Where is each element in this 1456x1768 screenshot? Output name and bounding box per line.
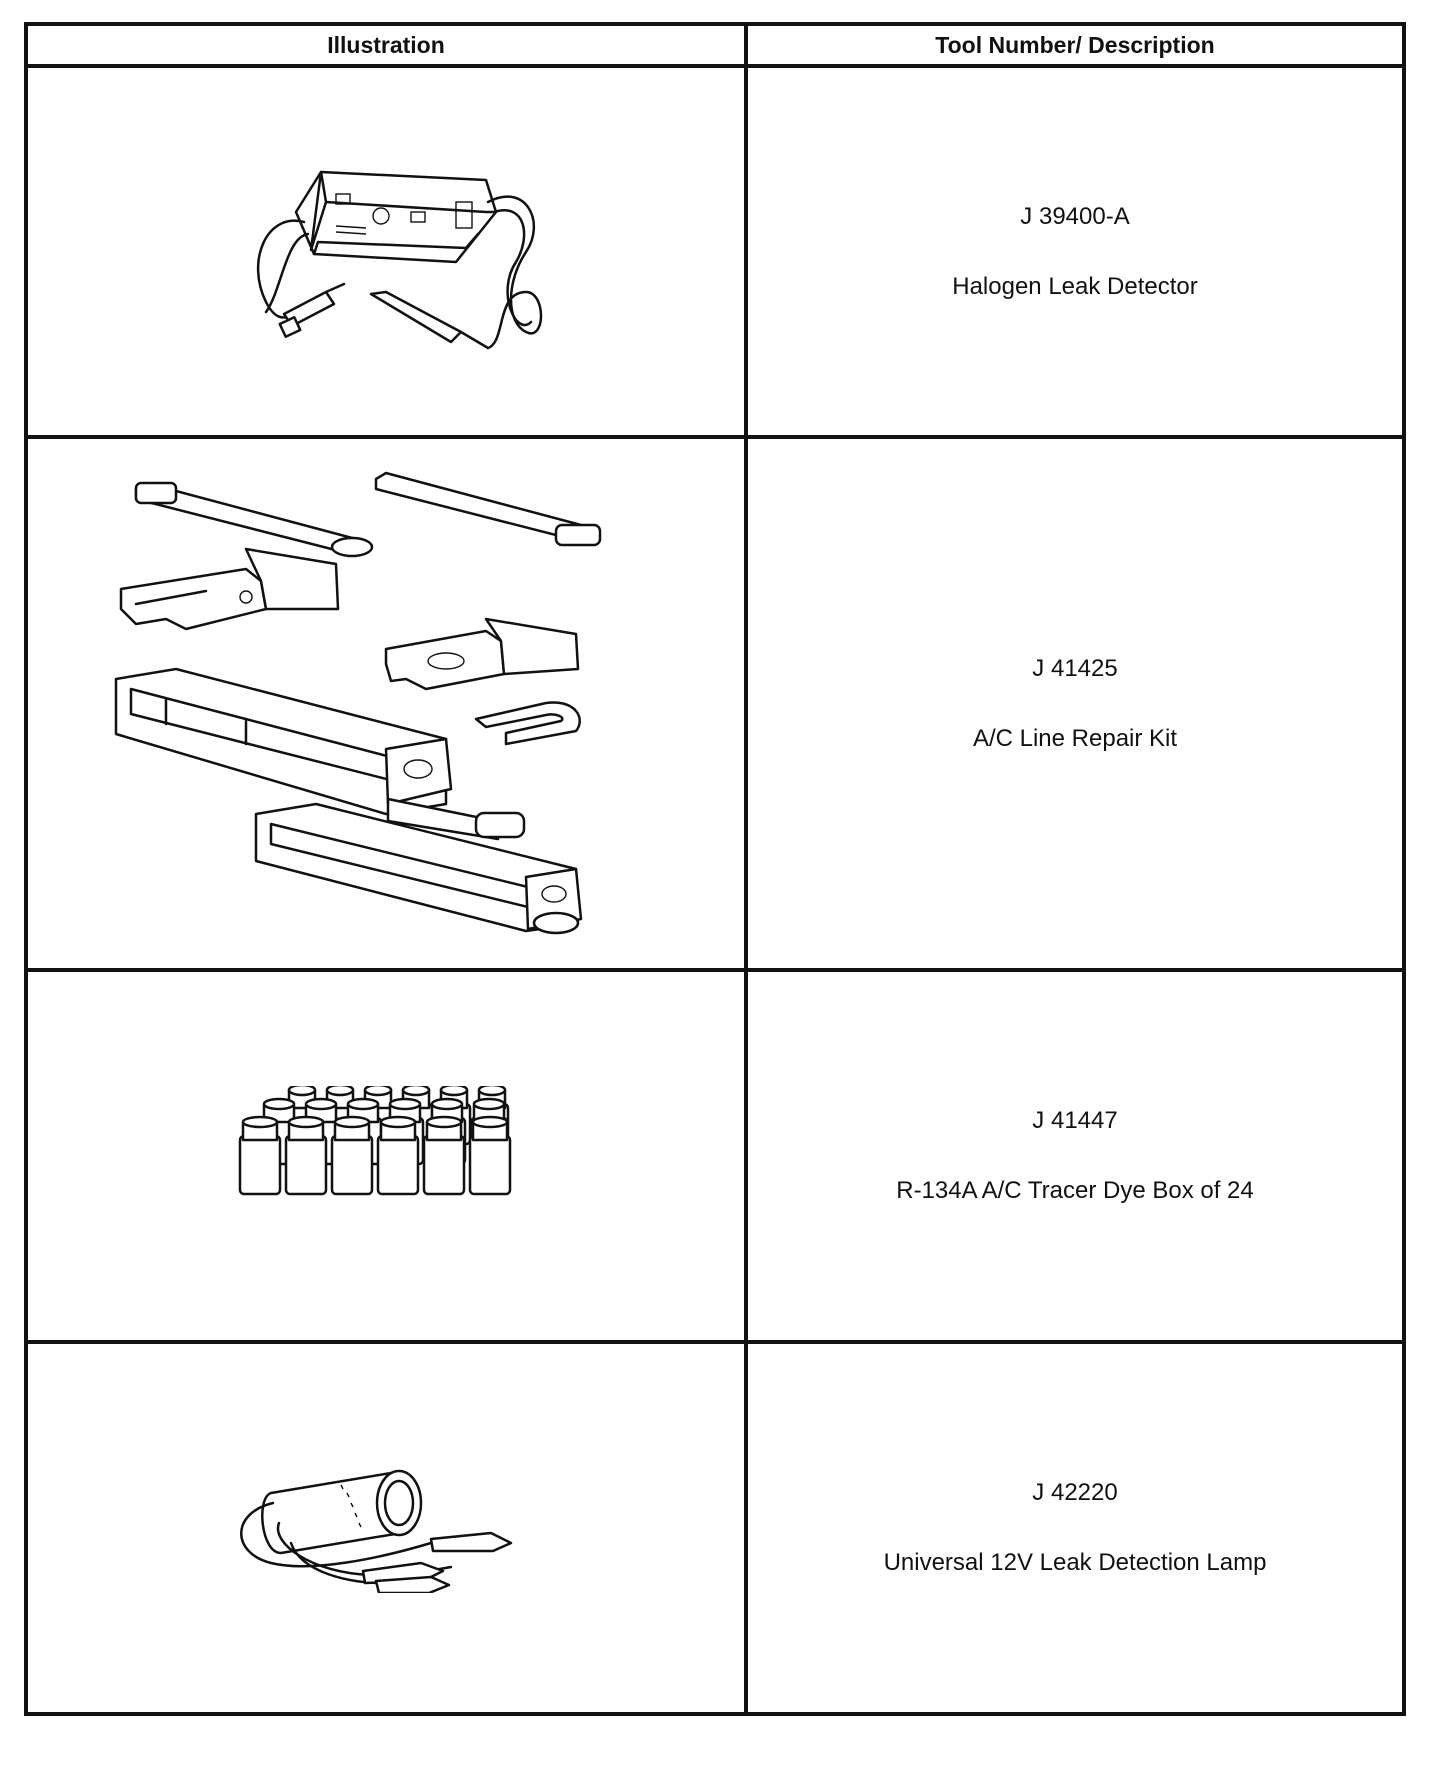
tool-number: J 41425 bbox=[1032, 654, 1118, 682]
header-tool-description: Tool Number/ Description bbox=[744, 22, 1406, 68]
tool-number: J 39400-A bbox=[1020, 202, 1130, 230]
dye-bottle bbox=[468, 1115, 512, 1196]
illustration-cell bbox=[24, 1340, 748, 1716]
halogen-leak-detector-illustration bbox=[256, 170, 543, 349]
tool-description-cell: J 41425 A/C Line Repair Kit bbox=[744, 435, 1406, 972]
tool-description-cell: J 41447 R-134A A/C Tracer Dye Box of 24 bbox=[744, 968, 1406, 1344]
tool-description: R-134A A/C Tracer Dye Box of 24 bbox=[896, 1177, 1254, 1204]
table-row: J 41425 A/C Line Repair Kit bbox=[24, 435, 1406, 972]
table-row: J 39400-A Halogen Leak Detector bbox=[24, 64, 1406, 439]
leak-detection-lamp-illustration bbox=[240, 1469, 513, 1593]
tool-description-cell: J 42220 Universal 12V Leak Detection Lam… bbox=[744, 1340, 1406, 1716]
tool-table: Illustration Tool Number/ Description bbox=[24, 22, 1406, 1716]
dye-bottle bbox=[330, 1115, 374, 1196]
dye-bottle bbox=[376, 1115, 420, 1196]
dye-bottle bbox=[422, 1115, 466, 1196]
ac-line-repair-kit-illustration bbox=[114, 471, 602, 934]
tool-number: J 41447 bbox=[1032, 1107, 1118, 1134]
illustration-cell bbox=[24, 64, 748, 439]
tool-description-cell: J 39400-A Halogen Leak Detector bbox=[744, 64, 1406, 439]
header-illustration: Illustration bbox=[24, 22, 748, 68]
tool-description: A/C Line Repair Kit bbox=[972, 724, 1178, 752]
illustration-cell bbox=[24, 435, 748, 972]
illustration-cell bbox=[24, 968, 748, 1344]
tracer-dye-box-illustration bbox=[238, 1086, 512, 1196]
dye-bottle bbox=[284, 1115, 328, 1196]
tool-description: Universal 12V Leak Detection Lamp bbox=[883, 1549, 1267, 1576]
tool-number: J 42220 bbox=[1032, 1479, 1118, 1506]
tool-description: Halogen Leak Detector bbox=[952, 272, 1198, 300]
dye-bottle bbox=[238, 1115, 282, 1196]
table-row: J 42220 Universal 12V Leak Detection Lam… bbox=[24, 1340, 1406, 1716]
header-row: Illustration Tool Number/ Description bbox=[24, 22, 1406, 68]
table-row: J 41447 R-134A A/C Tracer Dye Box of 24 bbox=[24, 968, 1406, 1344]
